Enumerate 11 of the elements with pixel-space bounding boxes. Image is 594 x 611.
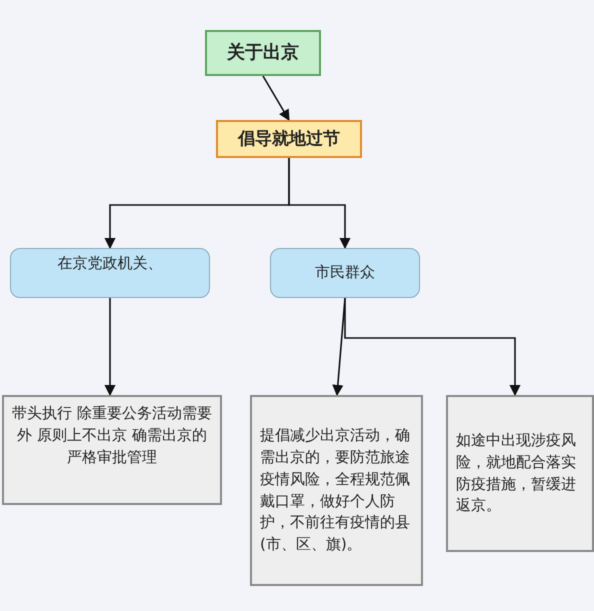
group-box: 市民群众 bbox=[270, 248, 420, 298]
group-box: 在京党政机关、 bbox=[10, 248, 210, 298]
arrow bbox=[344, 298, 521, 396]
arrow bbox=[104, 298, 116, 396]
arrow bbox=[262, 76, 290, 121]
text-box: 提倡减少出京活动，确需出京的，要防范旅途疫情风险，全程规范佩戴口罩，做好个人防护，不前往有疫情的县(市、区、旗)。 bbox=[250, 395, 423, 586]
text-box: 带头执行 除重要公务活动需要外 原则上不出京 确需出京的严格审批管理 bbox=[2, 395, 222, 505]
arrow bbox=[288, 158, 351, 250]
text-box: 如途中出现涉疫风险，就地配合落实防疫措施，暂缓进返京。 bbox=[446, 395, 594, 552]
title-box: 关于出京 bbox=[205, 30, 321, 76]
process-box: 倡导就地过节 bbox=[216, 120, 362, 158]
